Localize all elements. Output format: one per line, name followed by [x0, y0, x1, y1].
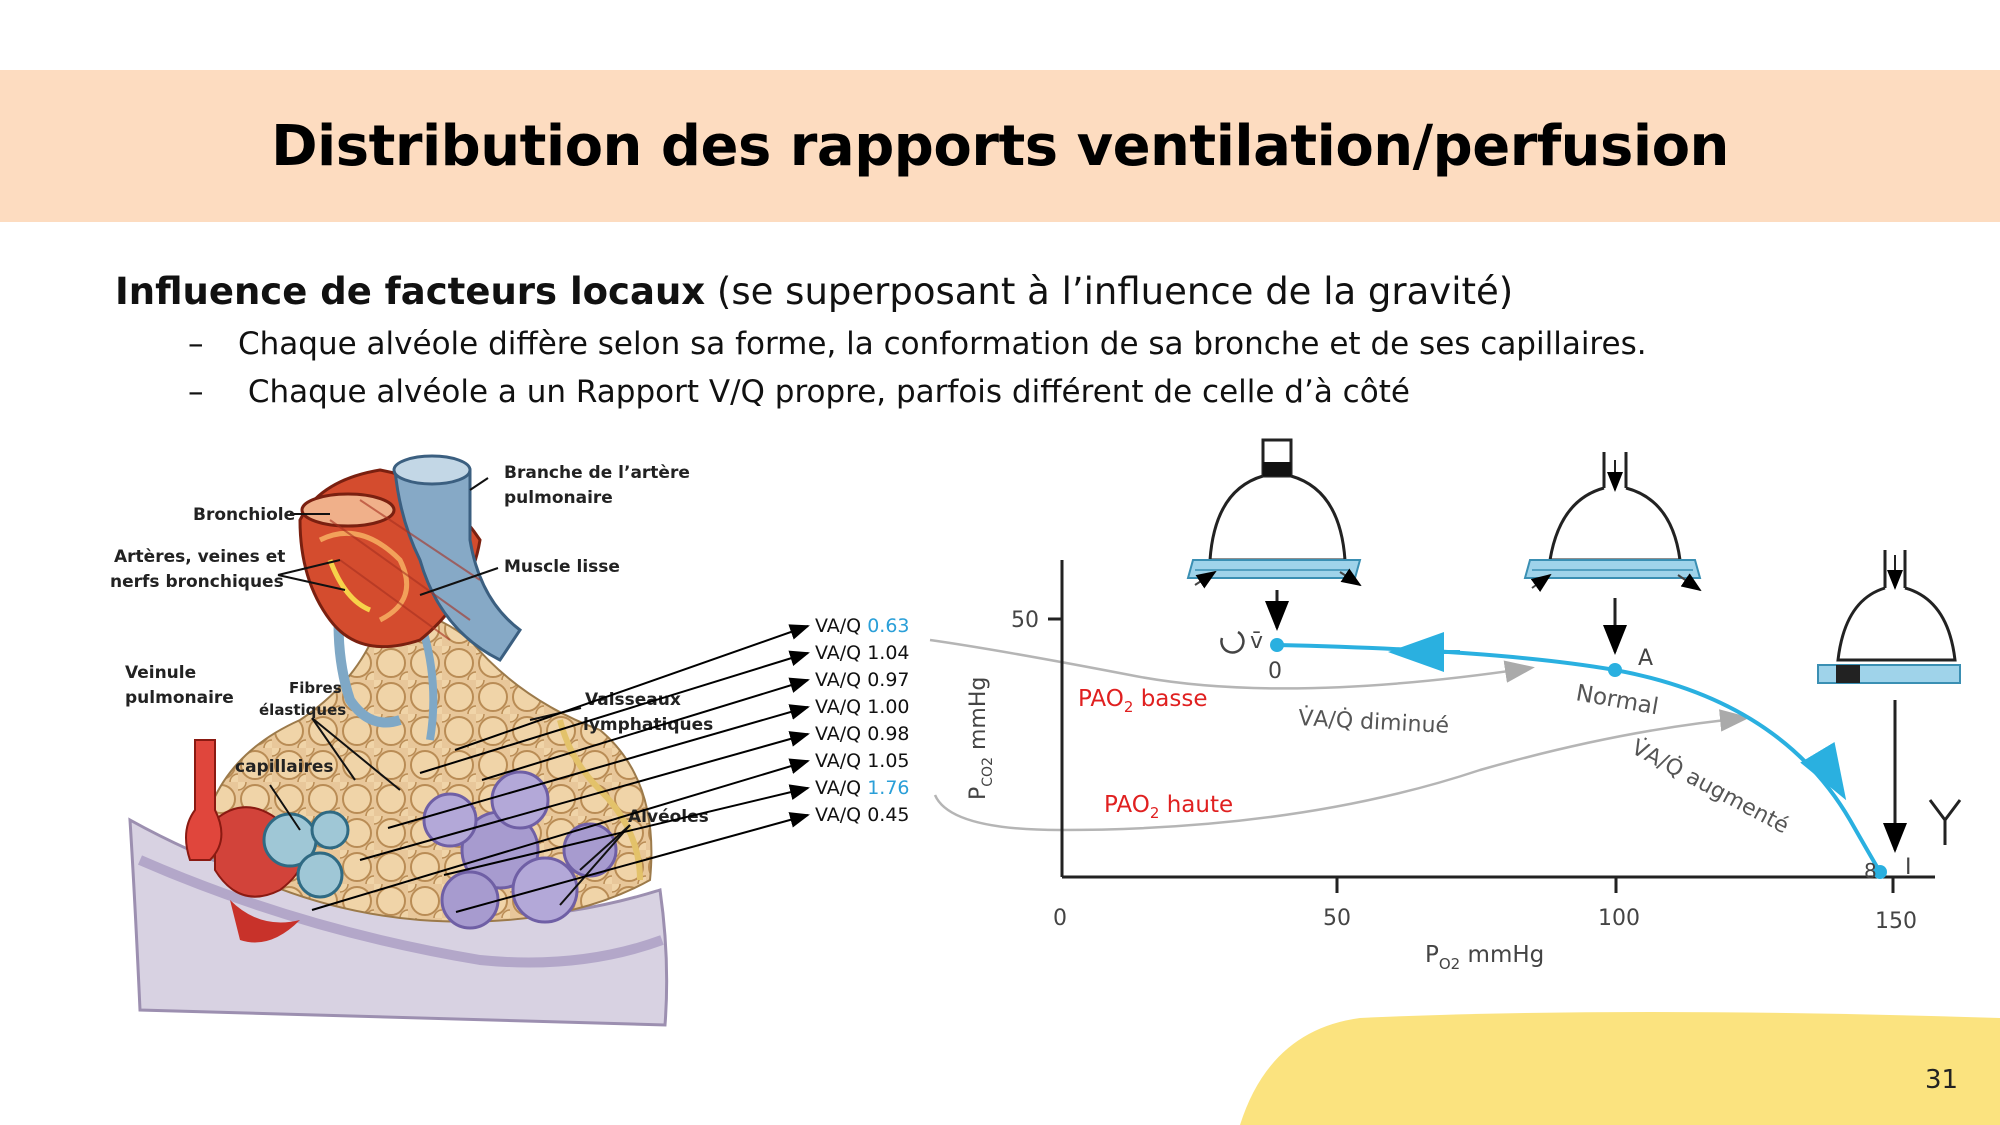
vaq-item-1: VA/Q 0.63	[815, 615, 910, 637]
x-tick-100: 100	[1598, 906, 1640, 931]
intro-bold: Influence de facteurs locaux	[115, 270, 706, 313]
low-vaq-arrow	[929, 638, 1535, 690]
vaq-list: VA/Q 0.63 VA/Q 1.04 VA/Q 0.97 VA/Q 1.00 …	[815, 615, 910, 826]
high-vaq-arrow	[933, 709, 1750, 832]
vaq-item-5: VA/Q 0.98	[815, 723, 910, 745]
bullet-2: – Chaque alvéole a un Rapport V/Q propre…	[188, 374, 1410, 410]
vaq-item-4: VA/Q 1.00	[815, 696, 910, 718]
y-tick-50: 50	[1011, 608, 1039, 633]
label-vaisseaux-2: lymphatiques	[583, 715, 713, 735]
label-normal: Normal	[1574, 680, 1660, 720]
point-a	[1608, 663, 1622, 677]
label-bronchiole: Bronchiole	[193, 505, 295, 525]
label-v-zero: 0	[1268, 659, 1282, 684]
page-number: 31	[1925, 1065, 1959, 1095]
intro-line: Influence de facteurs locaux (se superpo…	[115, 270, 1513, 313]
anatomy-illustration: Bronchiole Branche de l’artère pulmonair…	[110, 454, 713, 1027]
label-veinule-1: Veinule	[125, 663, 196, 683]
bullet-dash: –	[188, 326, 204, 362]
label-infinity: 8	[1864, 859, 1877, 883]
bullet-text: Chaque alvéole diffère selon sa forme, l…	[238, 326, 1647, 362]
x-tick-0: 0	[1053, 906, 1067, 931]
label-i: I	[1905, 855, 1912, 880]
vaq-item-8: VA/Q 0.45	[815, 804, 910, 826]
label-pao2-haute: PAO2 haute	[1104, 792, 1233, 822]
vaq-item-6: VA/Q 1.05	[815, 750, 910, 772]
bullet-1: –Chaque alvéole diffère selon sa forme, …	[188, 326, 1647, 362]
label-a: A	[1638, 646, 1653, 671]
label-v: v̄	[1250, 629, 1263, 654]
x-axis-title: PO2 mmHg	[1425, 942, 1544, 973]
vaq-item-7: VA/Q 1.76	[815, 777, 910, 799]
bullet-text: Chaque alvéole a un Rapport V/Q propre, …	[238, 374, 1410, 410]
label-fibres-1: Fibres	[289, 679, 342, 697]
x-tick-150: 150	[1875, 909, 1917, 934]
alveolus-blocked-diagram	[1186, 438, 1362, 631]
label-vaq-diminue: V̇A/Q̇ diminué	[1298, 705, 1450, 739]
pulmonary-venule	[185, 739, 223, 861]
purple-alveoli	[422, 770, 618, 930]
title-band: Distribution des rapports ventilation/pe…	[0, 70, 2000, 222]
label-vaq-augmente: V̇A/Q̇ augmenté	[1627, 734, 1793, 839]
slide-title: Distribution des rapports ventilation/pe…	[271, 113, 1729, 179]
x-tick-50: 50	[1323, 906, 1351, 931]
label-fibres-2: élastiques	[259, 701, 346, 719]
label-pao2-basse: PAO2 basse	[1078, 686, 1208, 716]
point-v	[1270, 638, 1284, 652]
vaq-item-3: VA/Q 0.97	[815, 669, 910, 691]
y-axis-title: PCO2 mmHg	[966, 677, 996, 800]
label-alveoles: Alvéoles	[628, 807, 709, 827]
label-capillaires: capillaires	[235, 757, 334, 777]
vaq-item-2: VA/Q 1.04	[815, 642, 910, 664]
vq-curve	[1276, 643, 1882, 874]
label-arteres-1: Artères, veines et	[114, 547, 285, 567]
label-branche-1: Branche de l’artère	[504, 463, 690, 483]
alveolus-normal-diagram	[1523, 452, 1702, 655]
anatomy-leader-lines	[269, 477, 631, 906]
capillary-network	[214, 806, 350, 943]
label-arteres-2: nerfs bronchiques	[110, 572, 284, 592]
cycle-icon	[1220, 630, 1245, 654]
decorative-blob	[1240, 1012, 2000, 1125]
label-branche-2: pulmonaire	[504, 488, 613, 508]
intro-rest: (se superposant à l’influence de la grav…	[705, 270, 1514, 313]
label-veinule-2: pulmonaire	[125, 688, 234, 708]
label-muscle: Muscle lisse	[504, 557, 620, 577]
point-i	[1873, 865, 1887, 879]
vq-graph: 50 0 50 100 150 PO2 mmHg PCO2 mmHg v̄ 0 …	[966, 438, 1962, 973]
alveoli-to-vaq-arrows	[311, 624, 810, 913]
bullet-dash: –	[188, 374, 204, 410]
alveolus-dead-space-diagram	[1817, 550, 1962, 853]
